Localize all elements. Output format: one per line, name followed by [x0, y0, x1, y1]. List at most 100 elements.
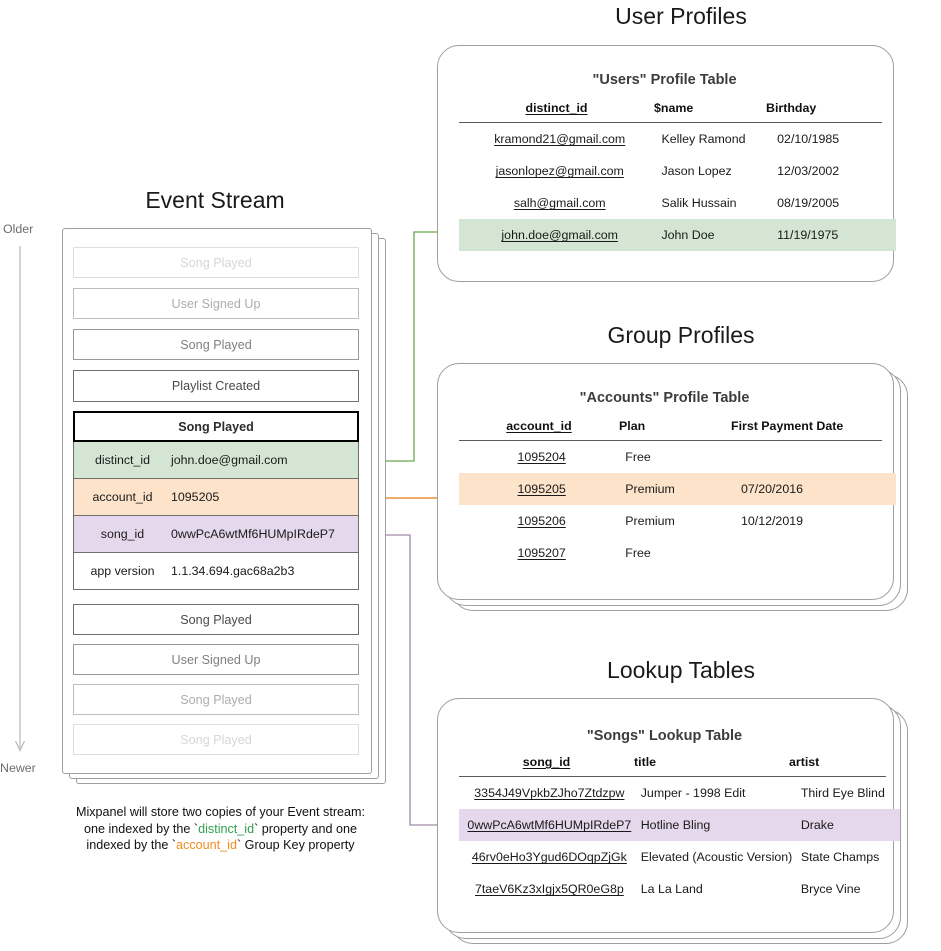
selected-event-name: Song Played — [178, 419, 254, 434]
column-header-first-payment-date: First Payment Date — [731, 419, 844, 433]
cell-plan: Free — [625, 546, 651, 561]
cell-title: Jumper - 1998 Edit — [640, 786, 746, 801]
cell-account-id: 1095207 — [517, 546, 566, 561]
table-row[interactable]: 1095204 Free — [459, 441, 896, 473]
songs-table: song_id title artist — [459, 749, 886, 776]
cell-name: Jason Lopez — [661, 164, 732, 179]
users-table-body: kramond21@gmail.com Kelley Ramond 02/10/… — [459, 123, 896, 252]
event-item[interactable]: User Signed Up — [73, 644, 359, 675]
songs-table-body: 3354J49VpkbZJho7Ztdzpw Jumper - 1998 Edi… — [459, 777, 900, 905]
cell-distinct-id: kramond21@gmail.com — [494, 132, 626, 147]
table-row[interactable]: 1095206 Premium 10/12/2019 — [459, 505, 896, 537]
event-property-key: distinct_id — [94, 453, 151, 467]
songs-table-header-rule — [459, 776, 886, 778]
event-property-value: 1.1.34.694.gac68a2b3 — [171, 564, 295, 578]
caption-line-2: one indexed by the `distinct_id` propert… — [83, 821, 358, 836]
column-header-song-id: song_id — [522, 755, 571, 769]
caption-token-account-id: account_id — [176, 838, 237, 852]
caption-token-distinct-id: distinct_id — [198, 821, 255, 836]
table-row-highlighted[interactable]: 1095205 Premium 07/20/2016 — [459, 473, 896, 506]
users-table-container: "Users" Profile Table distinct_id $name … — [437, 45, 896, 280]
cell-plan: Premium — [624, 473, 740, 506]
cell-song-id: 0wwPcA6wtMf6HUMpIRdeP7 — [459, 809, 640, 842]
group-profiles-title: Group Profiles — [607, 322, 755, 348]
table-row[interactable]: 1095207 Free — [459, 537, 896, 569]
cell-song-id: 7taeV6Kz3xIgjx5QR0eG8p — [474, 882, 624, 897]
cell-title: Elevated (Acoustic Version) — [640, 850, 793, 865]
cell-artist: State Champs — [800, 850, 880, 865]
event-item[interactable]: Playlist Created — [73, 370, 359, 402]
cell-first-payment-date: 07/20/2016 — [739, 473, 896, 506]
event-property-row-song-id[interactable]: song_id 0wwPcA6wtMf6HUMpIRdeP7 — [73, 516, 359, 553]
users-table: distinct_id $name Birthday — [459, 95, 882, 122]
table-row[interactable]: kramond21@gmail.com Kelley Ramond 02/10/… — [459, 123, 896, 155]
event-property-value: 1095205 — [171, 490, 220, 504]
cell-birthday: 11/19/1975 — [776, 219, 896, 252]
timeline-older-label: Older — [3, 222, 34, 236]
column-header-name: $name — [654, 101, 694, 115]
cell-song-id: 46rv0eHo3Ygud6DOqpZjGk — [471, 850, 627, 865]
cell-first-payment-date: 10/12/2019 — [740, 514, 803, 529]
lookup-tables-title: Lookup Tables — [607, 657, 755, 683]
cell-first-payment-date — [740, 537, 896, 569]
event-item[interactable]: Song Played — [73, 247, 359, 278]
event-property-row-account-id[interactable]: account_id 1095205 — [73, 479, 359, 516]
cell-name: John Doe — [660, 219, 777, 252]
accounts-table-container: "Accounts" Profile Table account_id Plan… — [437, 363, 896, 598]
event-property-value: 0wwPcA6wtMf6HUMpIRdeP7 — [171, 527, 335, 541]
table-row[interactable]: 3354J49VpkbZJho7Ztdzpw Jumper - 1998 Edi… — [459, 777, 900, 809]
user-profiles-title: User Profiles — [615, 3, 747, 29]
column-header-distinct-id: distinct_id — [525, 101, 588, 115]
table-row-highlighted[interactable]: john.doe@gmail.com John Doe 11/19/1975 — [459, 219, 896, 252]
event-item-label: Song Played — [180, 692, 252, 707]
event-item-label: User Signed Up — [171, 652, 261, 667]
event-item[interactable]: Song Played — [73, 684, 359, 715]
event-item[interactable]: User Signed Up — [73, 288, 359, 319]
event-item-label: Song Played — [180, 732, 252, 747]
users-table-title: "Users" Profile Table — [592, 72, 737, 88]
event-property-row-app-version[interactable]: app version 1.1.34.694.gac68a2b3 — [73, 553, 359, 590]
accounts-table-body: 1095204 Free 1095205 Premium 07/20/2016 … — [459, 441, 896, 569]
event-item[interactable]: Song Played — [73, 604, 359, 635]
cell-account-id: 1095204 — [517, 450, 566, 465]
accounts-table-title: "Accounts" Profile Table — [579, 390, 750, 406]
table-row-highlighted[interactable]: 0wwPcA6wtMf6HUMpIRdeP7 Hotline Bling Dra… — [459, 809, 900, 842]
column-header-title: title — [634, 755, 657, 769]
event-item-label: Playlist Created — [171, 379, 261, 393]
event-property-row-distinct-id[interactable]: distinct_id john.doe@gmail.com — [73, 442, 359, 479]
table-row[interactable]: 7taeV6Kz3xIgjx5QR0eG8p La La Land Bryce … — [459, 873, 900, 905]
cell-distinct-id: salh@gmail.com — [513, 196, 606, 211]
event-item[interactable]: Song Played — [73, 329, 359, 360]
cell-artist: Bryce Vine — [800, 882, 861, 897]
cell-distinct-id: jasonlopez@gmail.com — [495, 164, 624, 179]
event-item[interactable]: Song Played — [73, 724, 359, 755]
songs-table-title: "Songs" Lookup Table — [586, 728, 743, 744]
event-property-key: song_id — [100, 527, 145, 541]
cell-account-id: 1095206 — [517, 514, 566, 529]
cell-plan: Premium — [625, 514, 675, 529]
cell-song-id: 3354J49VpkbZJho7Ztdzpw — [474, 786, 625, 801]
column-header-plan: Plan — [619, 419, 646, 433]
table-row[interactable]: jasonlopez@gmail.com Jason Lopez 12/03/2… — [459, 155, 896, 187]
event-stream-caption: Mixpanel will store two copies of your E… — [48, 804, 393, 854]
table-row[interactable]: salh@gmail.com Salik Hussain 08/19/2005 — [459, 187, 896, 219]
cell-first-payment-date — [740, 441, 896, 473]
column-header-artist: artist — [789, 755, 820, 769]
cell-title: Hotline Bling — [639, 809, 800, 842]
table-header-row: account_id Plan First Payment Date — [459, 413, 882, 440]
cell-artist: Drake — [799, 809, 900, 842]
table-header-row: distinct_id $name Birthday — [459, 95, 882, 122]
timeline-arrow — [14, 246, 26, 752]
table-row[interactable]: 46rv0eHo3Ygud6DOqpZjGk Elevated (Acousti… — [459, 841, 900, 873]
cell-name: Kelley Ramond — [661, 132, 746, 147]
caption-line-3: indexed by the `account_id` Group Key pr… — [86, 838, 355, 852]
selected-event-header[interactable]: Song Played — [73, 411, 359, 442]
event-item-label: Song Played — [180, 337, 252, 352]
event-item-label: User Signed Up — [171, 296, 261, 311]
cell-birthday: 12/03/2002 — [777, 164, 840, 179]
caption-line-1: Mixpanel will store two copies of your E… — [75, 805, 366, 819]
accounts-table-header-rule — [459, 440, 882, 442]
column-header-account-id: account_id — [506, 419, 572, 433]
event-item-label: Song Played — [180, 255, 252, 270]
cell-birthday: 08/19/2005 — [777, 196, 840, 211]
